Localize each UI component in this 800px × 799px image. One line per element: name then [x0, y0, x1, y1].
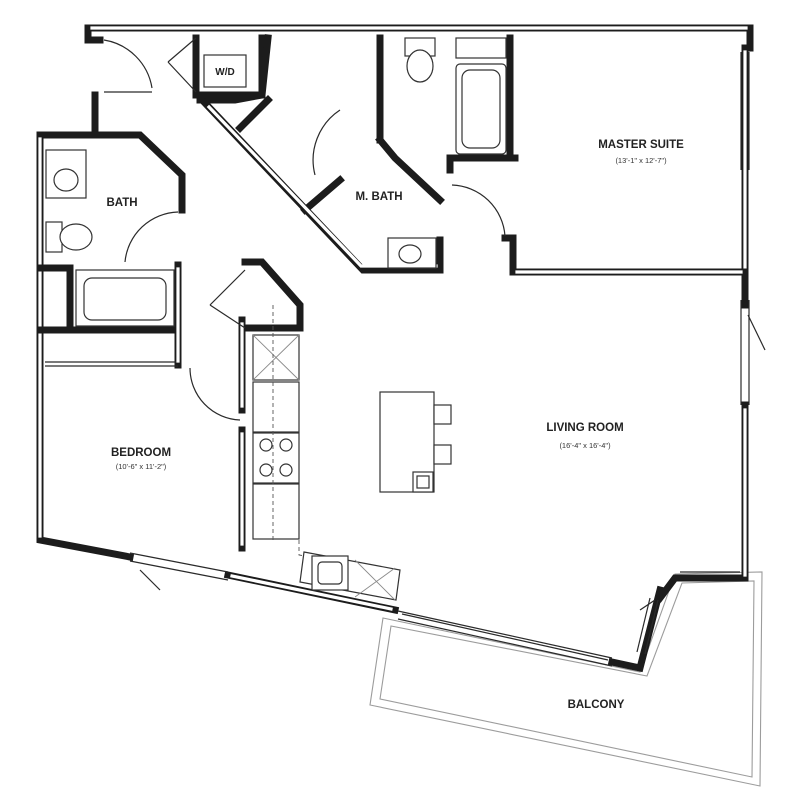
kitchen [252, 305, 401, 601]
m-bath-label: M. BATH [355, 191, 402, 203]
wd-label: W/D [215, 67, 234, 78]
bedroom-dimensions: (10'-6" x 11'-2") [116, 462, 167, 471]
bedroom-label: BEDROOM [111, 447, 171, 459]
washer-dryer: W/D [203, 54, 247, 88]
master-suite-dimensions: (13'-1" x 12'-7") [615, 156, 667, 165]
kitchen-island [379, 391, 452, 493]
windows [129, 52, 750, 667]
master-suite-label: MASTER SUITE [598, 139, 684, 151]
living-room-dimensions: (16'-4" x 16'-4") [559, 441, 611, 450]
bath-label: BATH [106, 197, 137, 209]
living-room-label: LIVING ROOM [546, 422, 623, 434]
bath-fixtures [45, 149, 175, 327]
door-swings [103, 37, 766, 611]
balcony-outline [369, 571, 763, 787]
exterior-walls-inner [38, 26, 748, 611]
master-bath-fixtures [387, 37, 507, 269]
balcony-label: BALCONY [568, 699, 625, 711]
